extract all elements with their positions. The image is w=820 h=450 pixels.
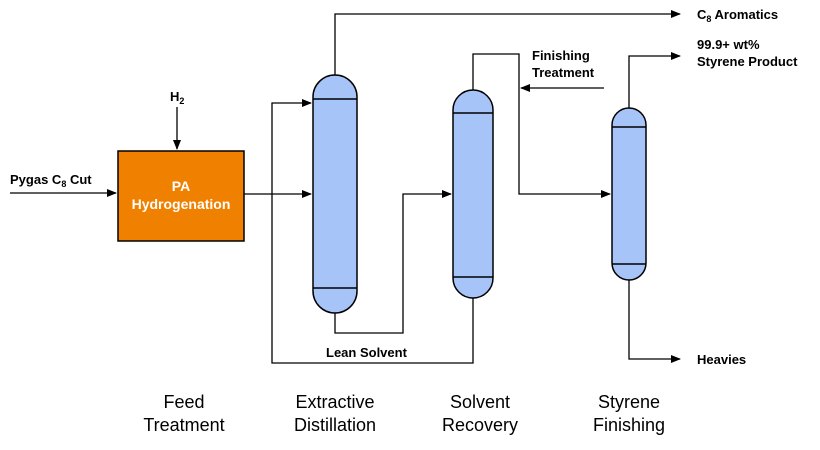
solvent-recovery-column [452,89,494,299]
product-label-line1: 99.9+ wt% [697,37,760,52]
stage-solvent-recovery-line2: Recovery [442,415,518,435]
stage-feed-treatment-line1: Feed [163,392,204,412]
c8-aromatics-line [334,10,681,75]
stage-styrene-finishing-line2: Finishing [593,415,665,435]
styrene-product-line [628,52,681,108]
lean-solvent-label: Lean Solvent [326,345,408,360]
stage-styrene-finishing-line1: Styrene [598,392,660,412]
finishing-label-line2: Treatment [532,65,595,80]
heavies-line [628,280,681,363]
reactor-label-line2: Hydrogenation [132,196,231,212]
h2-label: H2 [170,89,184,106]
extractive-distillation-column [312,74,358,314]
c8-aromatics-label: C8 Aromatics [697,7,778,24]
feed-label: Pygas C8 Cut [10,172,92,189]
finishing-label-line1: Finishing [532,48,590,63]
extractive-bottoms-line [334,190,452,334]
product-label-line2: Styrene Product [697,54,798,69]
stage-extractive-distillation-line1: Extractive [295,392,374,412]
styrene-finishing-column [611,107,647,281]
stage-extractive-distillation-line2: Distillation [294,415,376,435]
pa-hydrogenation-reactor [117,150,245,242]
reactor-label-line1: PA [172,178,190,194]
lean-solvent-recycle-line [271,99,474,364]
stage-solvent-recovery-line1: Solvent [450,392,510,412]
stage-feed-treatment-line2: Treatment [143,415,224,435]
heavies-label: Heavies [697,352,746,367]
recovery-overhead-line [472,53,611,198]
